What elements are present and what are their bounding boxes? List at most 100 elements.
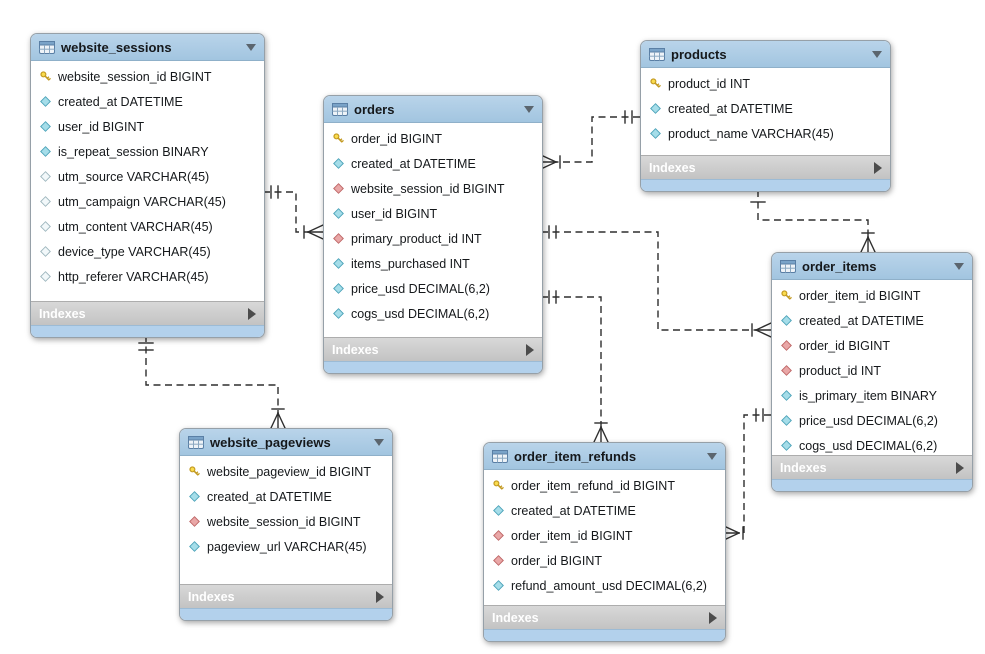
relationship-order_items-order_item_refunds[interactable] [723,408,771,541]
indexes-bar[interactable]: Indexes [31,301,264,325]
table-products[interactable]: products product_id INT created_at DATETI… [640,40,891,192]
expand-arrow-icon[interactable] [248,307,256,320]
collapse-arrow-icon[interactable] [954,262,964,270]
attribute-icon [332,283,345,294]
column-row-items_purchased[interactable]: items_purchased INT [324,251,542,276]
table-icon [780,259,796,273]
column-row-website_session_id[interactable]: website_session_id BIGINT [324,176,542,201]
table-header[interactable]: orders [324,96,542,123]
indexes-bar[interactable]: Indexes [180,584,392,608]
column-row-created_at[interactable]: created_at DATETIME [484,498,725,523]
relationship-orders-order_item_refunds[interactable] [541,290,609,443]
column-row-created_at[interactable]: created_at DATETIME [324,151,542,176]
column-row-product_name[interactable]: product_name VARCHAR(45) [641,121,890,146]
attribute-icon [780,390,793,401]
column-label: created_at DATETIME [207,489,332,504]
expand-arrow-icon[interactable] [376,590,384,603]
column-row-cogs_usd[interactable]: cogs_usd DECIMAL(6,2) [772,433,972,455]
attribute-icon [492,580,505,591]
column-label: http_referer VARCHAR(45) [58,269,209,284]
table-footer-strip [484,629,725,641]
nullable-icon [39,246,52,257]
column-row-user_id[interactable]: user_id BIGINT [324,201,542,226]
column-row-utm_content[interactable]: utm_content VARCHAR(45) [31,214,264,239]
column-label: order_item_refund_id BIGINT [511,478,675,493]
column-row-is_repeat_session[interactable]: is_repeat_session BINARY [31,139,264,164]
column-row-website_session_id[interactable]: website_session_id BIGINT [180,509,392,534]
table-icon [649,47,665,61]
attribute-icon [188,491,201,502]
column-row-order_id[interactable]: order_id BIGINT [484,548,725,573]
column-row-order_id[interactable]: order_id BIGINT [772,333,972,358]
expand-arrow-icon[interactable] [956,461,964,474]
indexes-bar[interactable]: Indexes [641,155,890,179]
column-row-order_item_id[interactable]: order_item_id BIGINT [772,283,972,308]
table-order_item_refunds[interactable]: order_item_refunds order_item_refund_id … [483,442,726,642]
relationship-products-order_items[interactable] [750,190,876,253]
table-header[interactable]: order_item_refunds [484,443,725,470]
relationship-orders-order_items[interactable] [541,225,772,338]
primary-key-icon [188,465,201,478]
column-row-primary_product_id[interactable]: primary_product_id INT [324,226,542,251]
column-row-created_at[interactable]: created_at DATETIME [772,308,972,333]
indexes-label: Indexes [649,160,696,175]
column-row-utm_campaign[interactable]: utm_campaign VARCHAR(45) [31,189,264,214]
table-header[interactable]: website_pageviews [180,429,392,456]
collapse-arrow-icon[interactable] [374,438,384,446]
column-row-user_id[interactable]: user_id BIGINT [31,114,264,139]
column-row-website_session_id[interactable]: website_session_id BIGINT [31,64,264,89]
column-row-price_usd[interactable]: price_usd DECIMAL(6,2) [772,408,972,433]
column-row-product_id[interactable]: product_id INT [772,358,972,383]
indexes-bar[interactable]: Indexes [324,337,542,361]
table-icon [332,102,348,116]
column-label: order_item_id BIGINT [511,528,633,543]
column-row-utm_source[interactable]: utm_source VARCHAR(45) [31,164,264,189]
indexes-bar[interactable]: Indexes [772,455,972,479]
column-label: utm_source VARCHAR(45) [58,169,210,184]
column-label: cogs_usd DECIMAL(6,2) [799,438,938,453]
column-row-order_id[interactable]: order_id BIGINT [324,126,542,151]
column-label: is_primary_item BINARY [799,388,938,403]
attribute-icon [332,308,345,319]
attribute-icon [39,121,52,132]
table-footer-strip [324,361,542,373]
column-label: product_id INT [668,76,750,91]
column-row-website_pageview_id[interactable]: website_pageview_id BIGINT [180,459,392,484]
column-row-created_at[interactable]: created_at DATETIME [31,89,264,114]
column-row-cogs_usd[interactable]: cogs_usd DECIMAL(6,2) [324,301,542,326]
attribute-icon [188,541,201,552]
column-row-device_type[interactable]: device_type VARCHAR(45) [31,239,264,264]
table-website_sessions[interactable]: website_sessions website_session_id BIGI… [30,33,265,338]
indexes-label: Indexes [39,306,86,321]
table-website_pageviews[interactable]: website_pageviews website_pageview_id BI… [179,428,393,621]
collapse-arrow-icon[interactable] [246,43,256,51]
relationship-website_sessions-website_pageviews[interactable] [138,335,286,429]
column-row-created_at[interactable]: created_at DATETIME [180,484,392,509]
foreign-key-icon [780,365,793,376]
relationship-products-orders[interactable] [540,110,640,170]
expand-arrow-icon[interactable] [709,611,717,624]
table-header[interactable]: order_items [772,253,972,280]
column-row-product_id[interactable]: product_id INT [641,71,890,96]
expand-arrow-icon[interactable] [526,343,534,356]
column-row-order_item_id[interactable]: order_item_id BIGINT [484,523,725,548]
column-row-is_primary_item[interactable]: is_primary_item BINARY [772,383,972,408]
column-row-price_usd[interactable]: price_usd DECIMAL(6,2) [324,276,542,301]
column-row-pageview_url[interactable]: pageview_url VARCHAR(45) [180,534,392,559]
column-row-created_at[interactable]: created_at DATETIME [641,96,890,121]
collapse-arrow-icon[interactable] [524,105,534,113]
relationship-website_sessions-orders[interactable] [263,185,324,240]
column-row-refund_amount_usd[interactable]: refund_amount_usd DECIMAL(6,2) [484,573,725,598]
attribute-icon [39,96,52,107]
expand-arrow-icon[interactable] [874,161,882,174]
column-label: refund_amount_usd DECIMAL(6,2) [511,578,707,593]
collapse-arrow-icon[interactable] [872,50,882,58]
column-row-http_referer[interactable]: http_referer VARCHAR(45) [31,264,264,289]
table-header[interactable]: website_sessions [31,34,264,61]
collapse-arrow-icon[interactable] [707,452,717,460]
column-row-order_item_refund_id[interactable]: order_item_refund_id BIGINT [484,473,725,498]
indexes-bar[interactable]: Indexes [484,605,725,629]
table-header[interactable]: products [641,41,890,68]
